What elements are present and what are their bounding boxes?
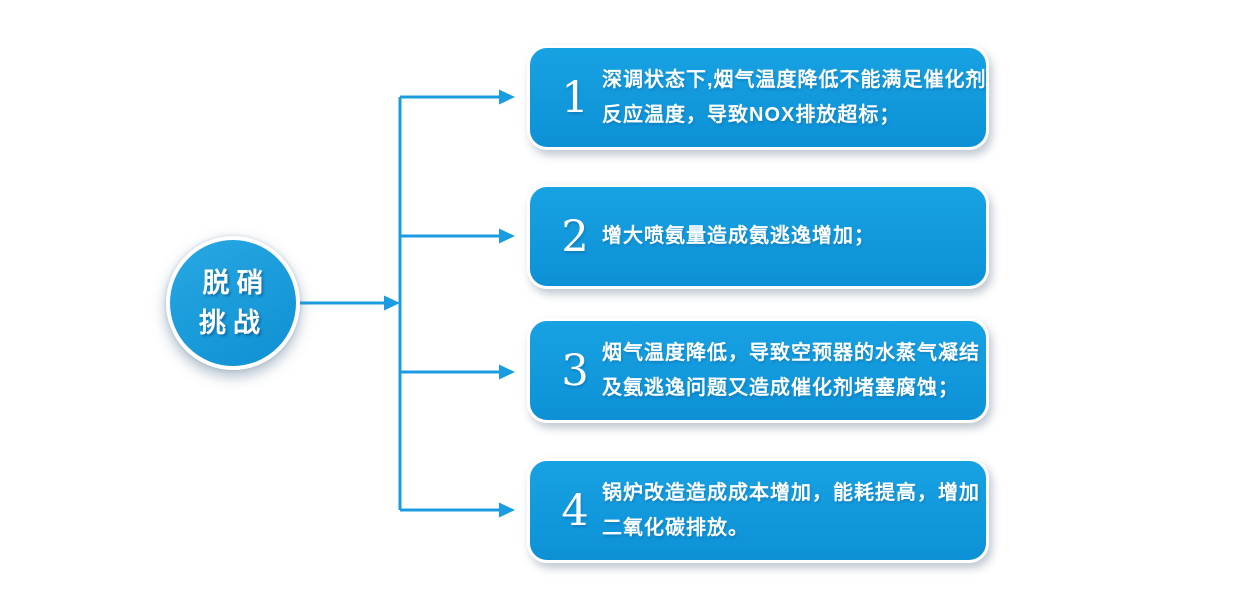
challenge-number-3: 3 [561, 345, 589, 396]
branch-arrow-icon-2 [499, 228, 515, 244]
challenge-box-1: 1 深调状态下,烟气温度降低不能满足催化剂 反应温度，导致NOX排放超标； [527, 45, 989, 150]
challenge-text-3: 烟气温度降低，导致空预器的水蒸气凝结 及氨逃逸问题又造成催化剂堵塞腐蚀； [602, 341, 980, 399]
root-arrow-icon [384, 295, 400, 311]
branch-arrow-icon-4 [499, 502, 515, 518]
branch-arrow-icon-3 [499, 364, 515, 380]
challenge-box-3: 3 烟气温度降低，导致空预器的水蒸气凝结 及氨逃逸问题又造成催化剂堵塞腐蚀； [527, 318, 989, 423]
challenge-box-2: 2 增大喷氨量造成氨逃逸增加； [527, 184, 989, 289]
challenge-text-1: 深调状态下,烟气温度降低不能满足催化剂 反应温度，导致NOX排放超标； [602, 68, 987, 126]
root-node-label: 脱硝 挑战 [199, 268, 271, 338]
challenge-number-4: 4 [561, 485, 589, 536]
root-node-denitrification-challenge: 脱硝 挑战 [166, 236, 300, 370]
challenge-number-2: 2 [561, 211, 589, 262]
challenge-box-4: 4 锅炉改造造成成本增加，能耗提高，增加 二氧化碳排放。 [527, 458, 989, 563]
branch-arrow-icon-1 [499, 89, 515, 105]
challenge-number-1: 1 [561, 72, 589, 123]
challenge-text-4: 锅炉改造造成成本增加，能耗提高，增加 二氧化碳排放。 [602, 481, 980, 539]
challenge-text-2: 增大喷氨量造成氨逃逸增加； [602, 225, 875, 247]
